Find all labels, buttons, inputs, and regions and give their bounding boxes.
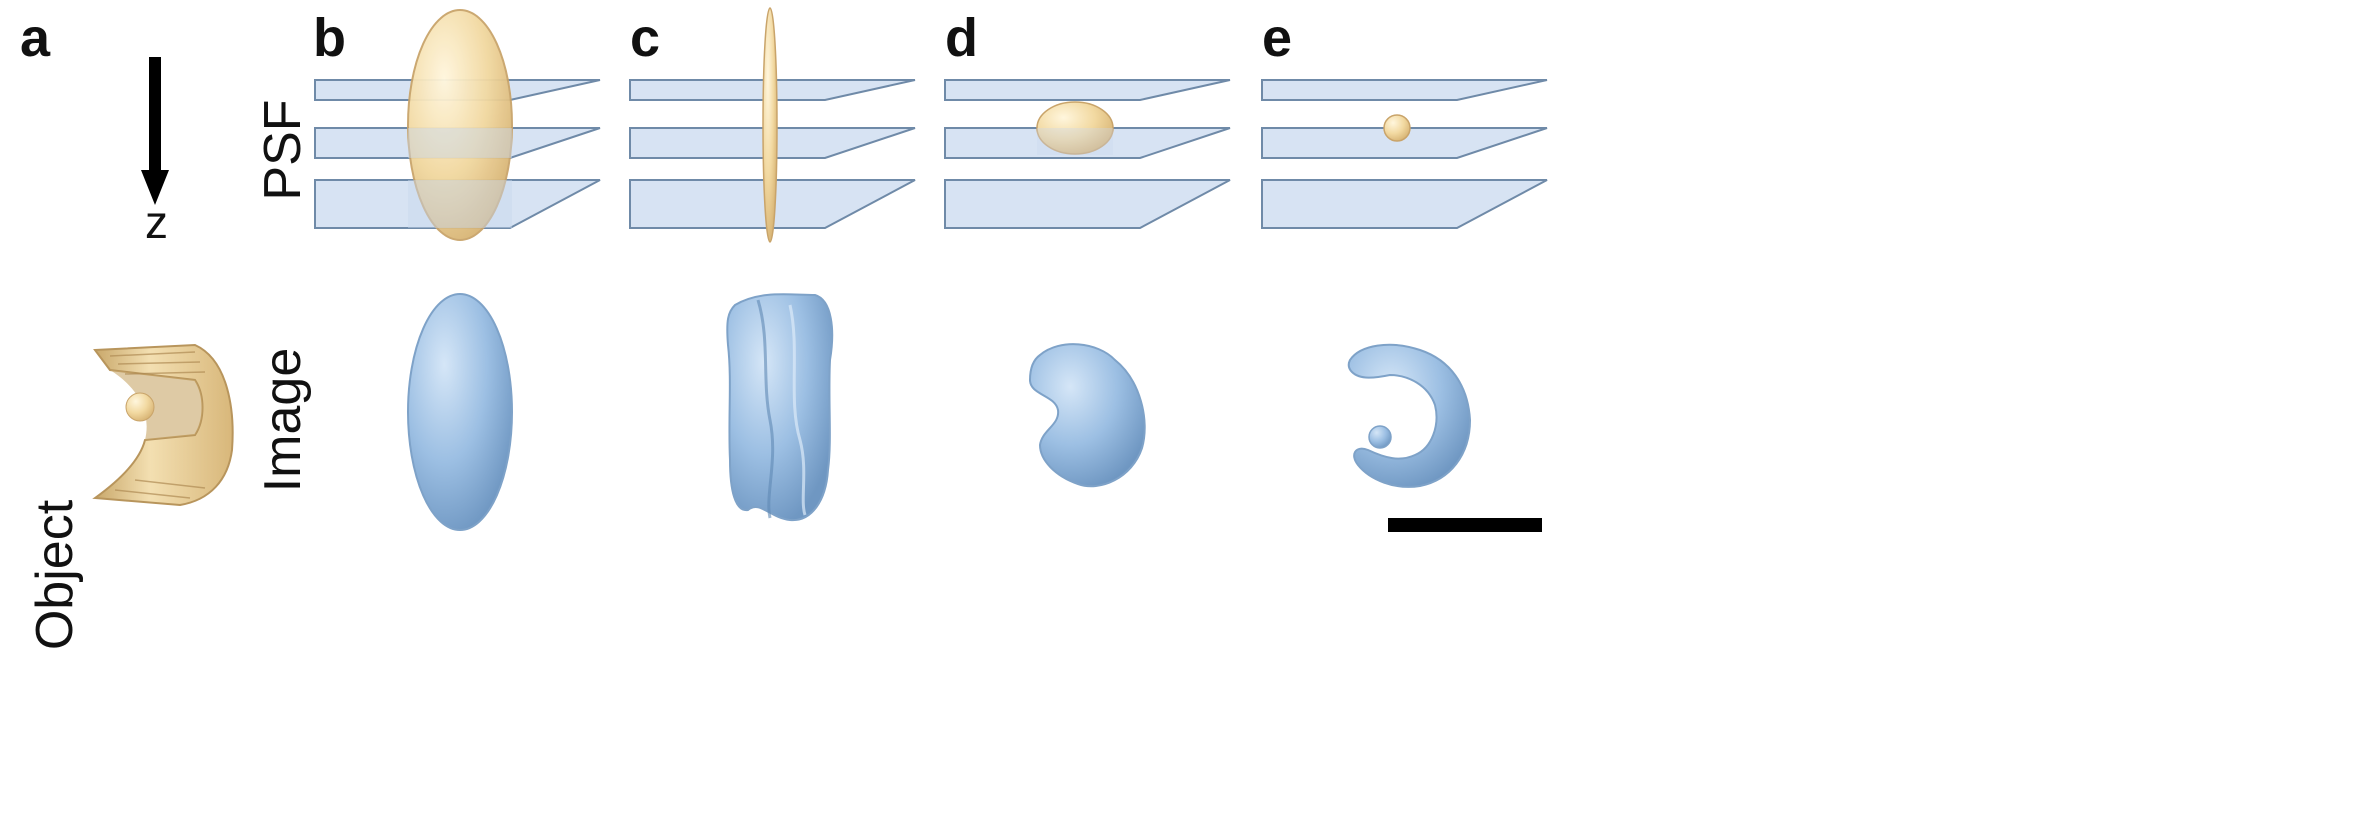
- psf-row-label: PSF: [254, 99, 312, 200]
- psf-e-small: [1261, 79, 1548, 229]
- panel-label-b: b: [313, 8, 346, 68]
- focal-plane-top: [1261, 79, 1548, 101]
- panel-label-c: c: [630, 8, 660, 68]
- panel-label-e: e: [1262, 8, 1292, 68]
- image-b-ellipsoid: [407, 293, 513, 531]
- focal-plane-bottom: [1261, 179, 1548, 229]
- z-axis-label: z: [145, 196, 168, 248]
- image-e-crescent: [1347, 343, 1472, 488]
- image-c-crumpled: [726, 293, 834, 522]
- object-row-label: Object: [26, 499, 84, 650]
- panel-label-a: a: [20, 8, 51, 68]
- psf-b-elongated: [314, 9, 601, 241]
- scale-bar: [1388, 518, 1542, 532]
- image-d-blob: [1028, 343, 1146, 488]
- z-axis-arrow: [141, 57, 169, 205]
- focal-plane-top: [944, 79, 1231, 101]
- panel-label-d: d: [945, 8, 978, 68]
- psf-d-compact: [944, 79, 1231, 229]
- object-half-tube-with-bead: [92, 343, 234, 507]
- image-row-label: Image: [254, 348, 312, 493]
- psf-c-needle: [629, 7, 916, 243]
- focal-plane-bottom: [944, 179, 1231, 229]
- focal-plane-middle: [1261, 127, 1548, 159]
